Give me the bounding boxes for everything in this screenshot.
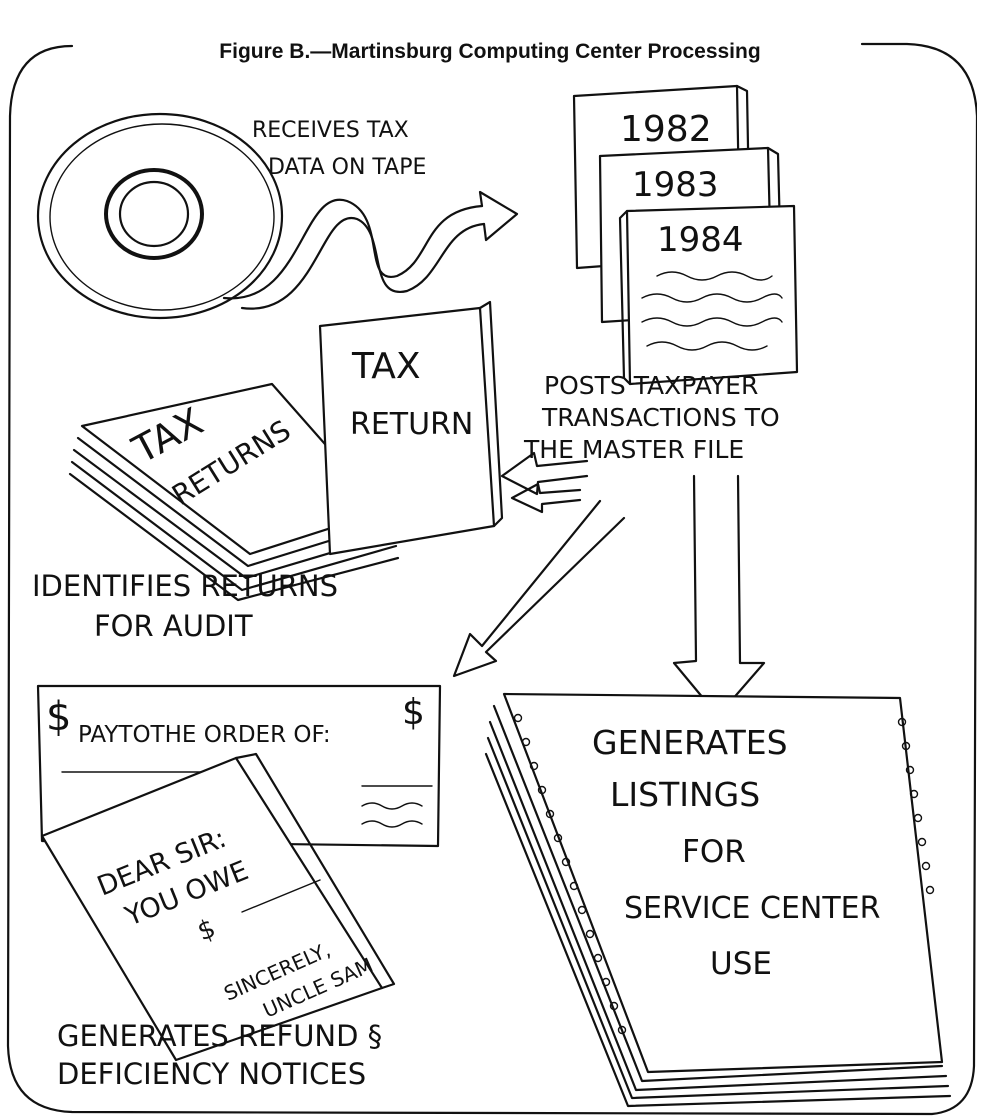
tape-caption-line1: RECEIVES TAX [252, 118, 409, 143]
notices-caption-line1: GENERATES REFUND § [57, 1019, 382, 1053]
listings-line3: FOR [682, 834, 746, 870]
tax-return-label-line1: TAX [351, 346, 420, 387]
year-1982-label: 1982 [620, 109, 712, 150]
notices-caption-line2: DEFICIENCY NOTICES [57, 1057, 366, 1091]
master-file-caption-line1: POSTS TAXPAYER [544, 371, 758, 400]
figure-frame: Figure B.—Martinsburg Computing Center P… [2, 6, 977, 1116]
tape-caption-line2: DATA ON TAPE [268, 155, 426, 180]
listings-line1: GENERATES [592, 723, 788, 762]
check-dollar-right: $ [402, 692, 425, 733]
year-1983-label: 1983 [632, 165, 719, 205]
listings-line4: SERVICE CENTER [624, 891, 880, 926]
returns-caption-line1: IDENTIFIES RETURNS [32, 569, 338, 603]
master-file-caption-line3: THE MASTER FILE [523, 435, 744, 464]
check-payee: PAYTOTHE ORDER OF: [78, 722, 331, 748]
tape-reel-icon [38, 114, 517, 318]
tax-return-label-line2: RETURN [350, 407, 473, 442]
arrow-to-listings-icon [674, 476, 764, 716]
listings-line5: USE [710, 946, 772, 982]
listings-line2: LISTINGS [610, 775, 760, 814]
check-dollar-left: $ [46, 694, 71, 740]
master-file-caption-line2: TRANSACTIONS TO [541, 403, 780, 432]
arrow-to-returns-2-icon [512, 484, 580, 512]
returns-caption-line2: FOR AUDIT [94, 609, 253, 643]
year-1984-label: 1984 [657, 220, 744, 260]
figure-title: Figure B.—Martinsburg Computing Center P… [219, 40, 760, 63]
